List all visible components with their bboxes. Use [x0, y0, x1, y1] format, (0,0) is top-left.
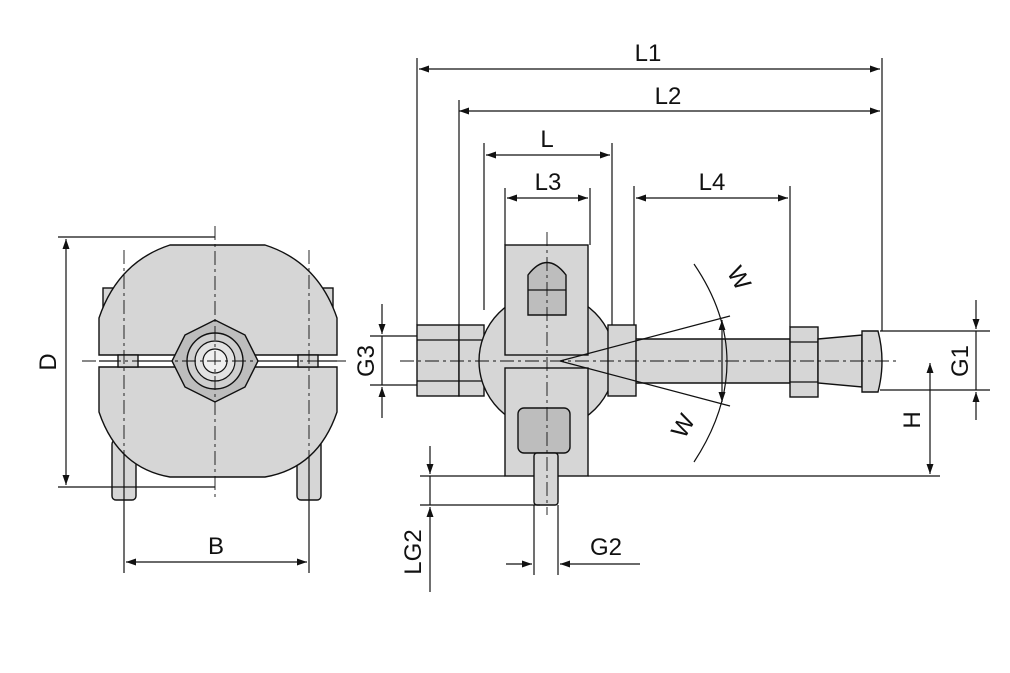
label-l2: L2 — [655, 83, 682, 110]
label-lg2: LG2 — [400, 529, 427, 574]
label-g3: G3 — [353, 345, 380, 377]
label-h: H — [899, 411, 926, 428]
label-w-top: W — [721, 262, 756, 295]
label-l3: L3 — [535, 169, 562, 196]
label-w-bottom: W — [666, 409, 701, 442]
dimension-l3: L3 — [504, 169, 591, 245]
dimension-d: D — [35, 236, 215, 488]
dimension-h: H — [588, 363, 940, 477]
dimension-b: B — [123, 500, 310, 573]
label-l4: L4 — [699, 169, 726, 196]
dimension-l: L — [483, 126, 613, 325]
label-l1: L1 — [635, 40, 662, 67]
label-b: B — [208, 533, 224, 560]
label-g1: G1 — [947, 345, 974, 377]
label-d: D — [35, 353, 62, 370]
dimension-l4: L4 — [633, 169, 791, 327]
dimension-g1: G1 — [880, 300, 990, 420]
front-view — [82, 226, 350, 505]
dimension-l1: L1 — [416, 40, 883, 331]
dimension-l2: L2 — [458, 83, 880, 325]
side-view: W W — [400, 232, 900, 515]
label-l: L — [540, 126, 553, 153]
label-g2: G2 — [590, 534, 622, 561]
dimension-g3: G3 — [353, 304, 417, 418]
dimension-g2: G2 — [506, 505, 640, 575]
dimension-lg2: LG2 — [400, 446, 540, 592]
